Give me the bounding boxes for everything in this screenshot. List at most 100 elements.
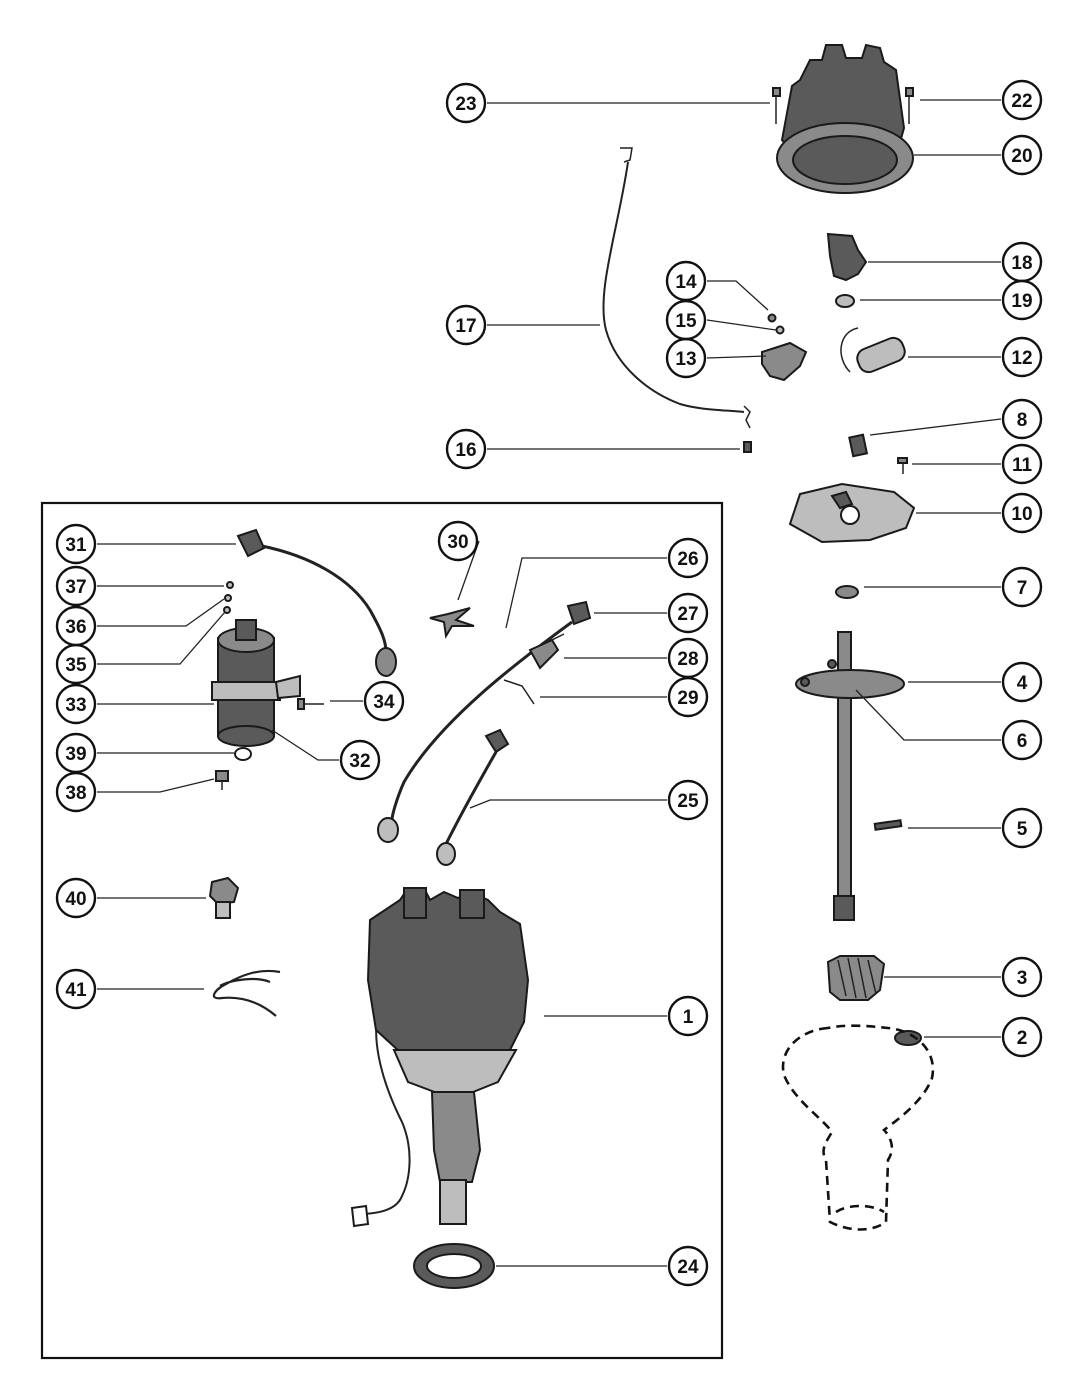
callout-bubble bbox=[1001, 279, 1043, 321]
callout-bubble bbox=[1001, 807, 1043, 849]
retainer-drawing bbox=[429, 607, 475, 639]
callout-40-clamp-bolt: 40 bbox=[55, 877, 206, 919]
callout-number: 30 bbox=[447, 532, 468, 553]
callout-number: 38 bbox=[65, 783, 86, 804]
callout-bubble bbox=[1001, 443, 1043, 485]
callout-3-drive-gear: 3 bbox=[884, 956, 1043, 998]
bushing-drawing bbox=[848, 433, 869, 458]
rotor-drawing bbox=[826, 232, 868, 282]
leader-line bbox=[707, 280, 769, 311]
callout-number: 20 bbox=[1011, 146, 1032, 167]
callout-number: 16 bbox=[455, 440, 476, 461]
callout-32-coil: 32 bbox=[271, 729, 381, 781]
coil-drawing bbox=[211, 619, 301, 747]
callout-39-washer: 39 bbox=[55, 732, 234, 774]
washer-drawing bbox=[775, 325, 785, 335]
callout-number: 12 bbox=[1011, 348, 1032, 369]
callout-bubble bbox=[1001, 719, 1043, 761]
callout-number: 11 bbox=[1012, 455, 1033, 476]
engine-block-outline bbox=[781, 1024, 935, 1231]
callout-number: 37 bbox=[65, 577, 86, 598]
callout-33-coil-bracket: 33 bbox=[55, 683, 214, 725]
callout-34-screw: 34 bbox=[330, 680, 405, 722]
callout-bubble bbox=[55, 877, 97, 919]
callout-number: 40 bbox=[65, 889, 86, 910]
callout-number: 18 bbox=[1011, 253, 1032, 274]
callout-number: 4 bbox=[1017, 673, 1028, 694]
callout-36-lockwasher: 36 bbox=[55, 598, 225, 647]
callout-number: 26 bbox=[677, 549, 698, 570]
callout-bubble bbox=[445, 82, 487, 124]
callout-bubble bbox=[55, 523, 97, 565]
callout-number: 14 bbox=[675, 272, 697, 293]
callout-12-condenser: 12 bbox=[908, 336, 1043, 378]
callout-number: 28 bbox=[677, 649, 698, 670]
leader-line bbox=[706, 319, 777, 331]
callout-22-cap-screw: 22 bbox=[920, 79, 1043, 121]
callout-number: 19 bbox=[1011, 291, 1032, 312]
inset-frame bbox=[40, 501, 724, 1360]
callout-bubble bbox=[667, 995, 709, 1037]
callout-28-terminal: 28 bbox=[564, 637, 709, 679]
callout-number: 39 bbox=[65, 744, 86, 765]
cap-screw-drawing bbox=[905, 87, 914, 124]
gasket-drawing bbox=[413, 1243, 495, 1289]
callout-14-screw: 14 bbox=[665, 260, 769, 311]
spark-plug-lead-drawing bbox=[436, 728, 510, 866]
condenser-drawing bbox=[840, 327, 906, 374]
callout-18-rotor: 18 bbox=[868, 241, 1043, 283]
callout-31-high-tension-lead: 31 bbox=[55, 523, 236, 565]
callout-number: 23 bbox=[455, 94, 476, 115]
callout-8-bushing: 8 bbox=[869, 398, 1043, 440]
callout-26-coil-lead: 26 bbox=[505, 537, 709, 629]
callout-bubble bbox=[55, 565, 97, 607]
callout-24-gasket: 24 bbox=[496, 1245, 709, 1287]
callout-10-breaker-plate: 10 bbox=[916, 492, 1043, 534]
callout-2-engine-block-housing: 2 bbox=[924, 1016, 1043, 1058]
callout-bubble bbox=[1001, 566, 1043, 608]
callout-bubble bbox=[1001, 134, 1043, 176]
felt-wick-drawing bbox=[835, 294, 855, 308]
cap-screw-drawing bbox=[772, 87, 781, 124]
callout-number: 8 bbox=[1017, 410, 1028, 431]
callout-13-contact-point-set: 13 bbox=[665, 337, 767, 379]
callout-number: 24 bbox=[677, 1257, 699, 1278]
callout-number: 29 bbox=[677, 688, 698, 709]
bolt-drawing bbox=[215, 770, 229, 790]
callout-bubble bbox=[1001, 492, 1043, 534]
callout-bubble bbox=[445, 428, 487, 470]
drive-gear-drawing bbox=[826, 955, 886, 1001]
callout-41-wire-clip: 41 bbox=[55, 968, 204, 1010]
callout-bubble bbox=[667, 1245, 709, 1287]
screw-drawing bbox=[897, 457, 908, 474]
roll-pin-drawing bbox=[873, 819, 903, 831]
leader-line bbox=[505, 557, 667, 629]
leader-line bbox=[469, 799, 667, 809]
callout-number: 17 bbox=[455, 316, 476, 337]
contact-point-drawing bbox=[761, 341, 808, 382]
callout-bubble bbox=[1001, 398, 1043, 440]
callout-bubble bbox=[667, 537, 709, 579]
leader-line bbox=[271, 729, 339, 761]
callout-number: 10 bbox=[1011, 504, 1032, 525]
leader-line bbox=[97, 778, 215, 793]
callout-bubble bbox=[55, 968, 97, 1010]
distributor-assembly-drawing bbox=[350, 887, 530, 1228]
grommet-drawing bbox=[743, 441, 752, 453]
clamp-bolt-drawing bbox=[208, 876, 240, 919]
callout-27-boot: 27 bbox=[594, 592, 709, 634]
washer-drawing bbox=[835, 585, 859, 599]
callout-11-screw: 11 bbox=[912, 443, 1043, 485]
callout-number: 25 bbox=[677, 791, 699, 812]
callout-number: 22 bbox=[1011, 91, 1032, 112]
callout-bubble bbox=[665, 299, 707, 341]
terminal-drawing bbox=[528, 633, 565, 670]
callout-bubble bbox=[1001, 1016, 1043, 1058]
distributor-cap-drawing bbox=[776, 43, 914, 194]
callout-4-cam-weight-base: 4 bbox=[908, 661, 1043, 703]
callout-25-spark-plug-lead: 25 bbox=[469, 779, 709, 821]
callout-37-nut: 37 bbox=[55, 565, 224, 607]
lockwasher-drawing bbox=[224, 594, 232, 602]
callout-bubble bbox=[445, 304, 487, 346]
